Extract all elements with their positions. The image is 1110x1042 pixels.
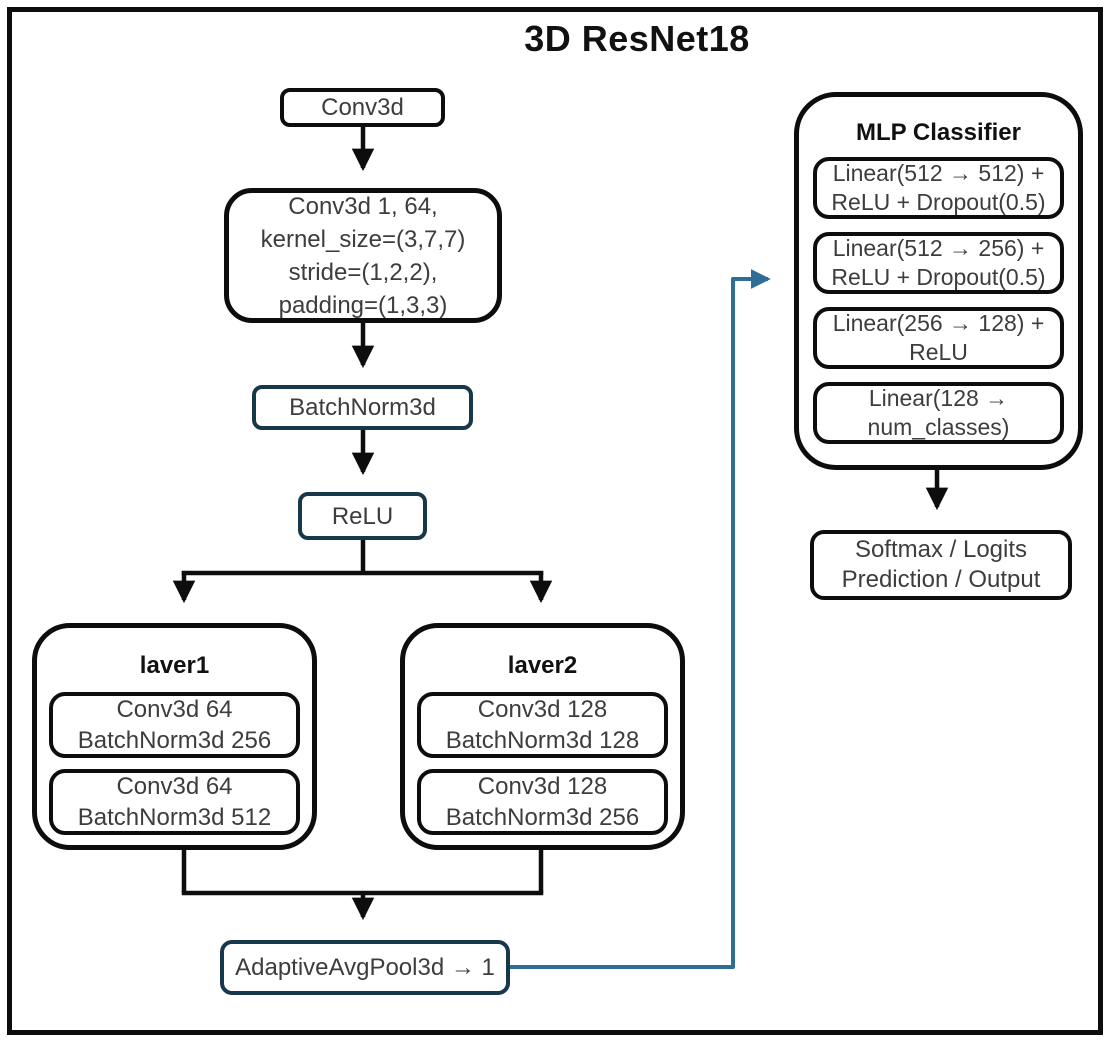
mlp-block-2: Linear(512 → 256) + ReLU + Dropout(0.5) xyxy=(813,232,1064,294)
layer1-block-1: Conv3d 64 BatchNorm3d 256 xyxy=(49,692,300,758)
node-conv3d-params: Conv3d 1, 64, kernel_size=(3,7,7) stride… xyxy=(224,188,502,323)
group-mlp-title: MLP Classifier xyxy=(856,119,1021,146)
group-layer2-title: laver2 xyxy=(507,652,578,679)
layer2-block-1: Conv3d 128 BatchNorm3d 128 xyxy=(417,692,668,758)
mlp-block-4: Linear(128 → num_classes) xyxy=(813,382,1064,444)
mlp-block-1: Linear(512 → 512) + ReLU + Dropout(0.5) xyxy=(813,157,1064,219)
node-conv3d: Conv3d xyxy=(280,88,445,127)
mlp-block-3: Linear(256 → 128) + ReLU xyxy=(813,307,1064,369)
group-layer1: laver1 Conv3d 64 BatchNorm3d 256 Conv3d … xyxy=(32,623,317,850)
layer2-block-2: Conv3d 128 BatchNorm3d 256 xyxy=(417,769,668,835)
node-relu: ReLU xyxy=(298,492,427,540)
node-batchnorm3d: BatchNorm3d xyxy=(252,385,473,430)
node-softmax-output: Softmax / Logits Prediction / Output xyxy=(810,530,1072,600)
diagram-title: 3D ResNet18 xyxy=(524,18,750,59)
group-mlp-classifier: MLP Classifier Linear(512 → 512) + ReLU … xyxy=(794,92,1083,470)
node-adaptive-avgpool: AdaptiveAvgPool3d → 1 xyxy=(220,940,510,995)
group-layer2: laver2 Conv3d 128 BatchNorm3d 128 Conv3d… xyxy=(400,623,685,850)
group-layer1-title: laver1 xyxy=(139,652,210,679)
layer1-block-2: Conv3d 64 BatchNorm3d 512 xyxy=(49,769,300,835)
arrow-pool-to-mlp xyxy=(510,269,771,969)
outer-frame xyxy=(7,7,1103,1035)
